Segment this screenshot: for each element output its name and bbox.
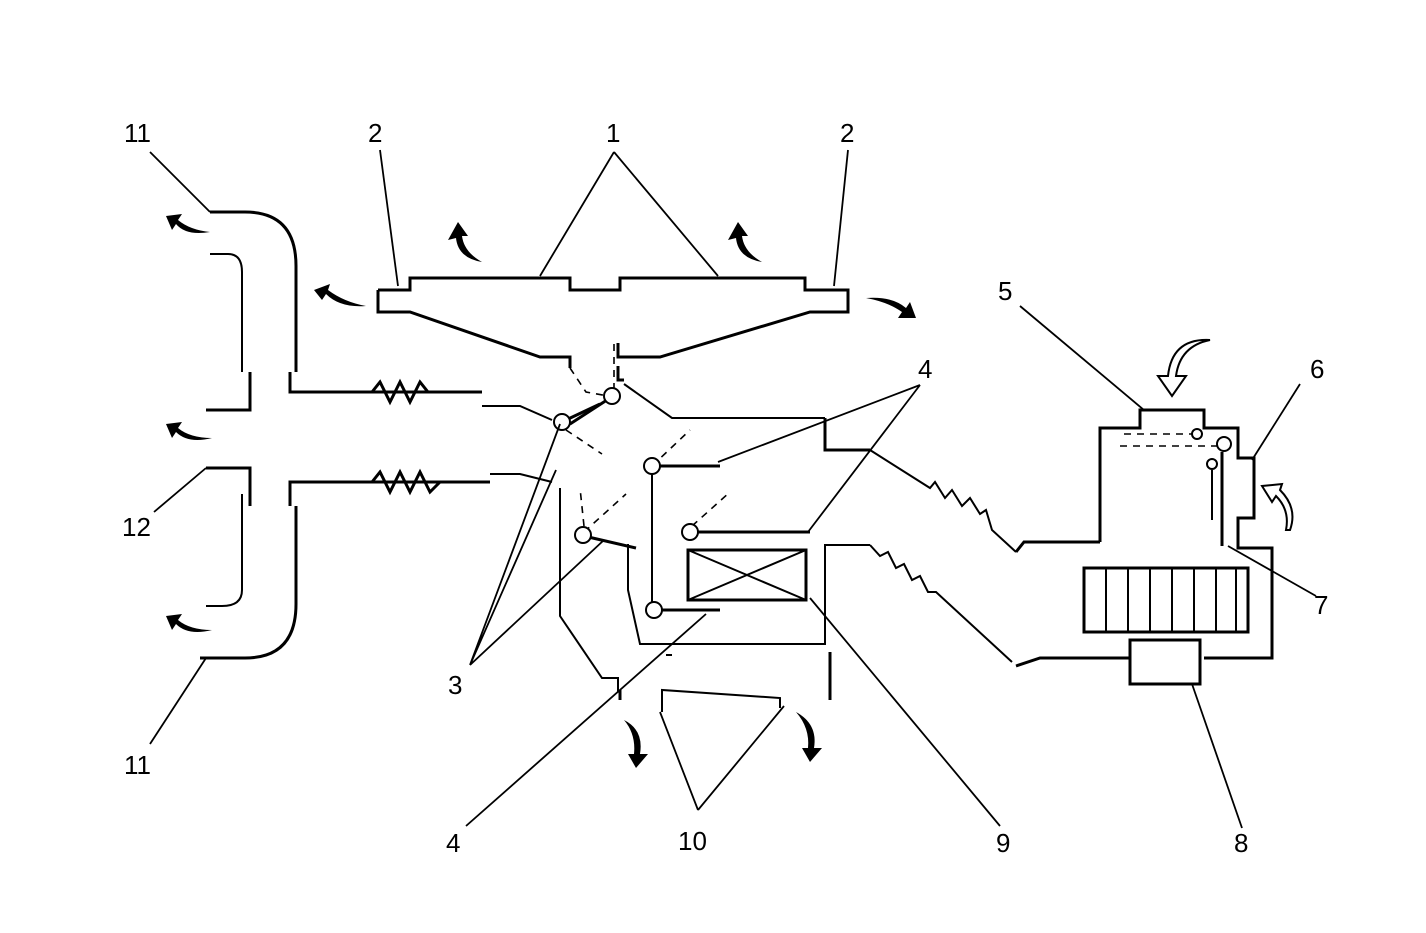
callout-3: 3: [448, 670, 462, 700]
air-mix-door-middle: [681, 491, 810, 541]
vent-hose-lower: [296, 468, 490, 496]
callout-11-top: 11: [124, 118, 151, 148]
mode-door-defrost: [569, 344, 621, 426]
airflow-arrow-icon: [448, 222, 482, 262]
leader-lines: [149, 149, 1317, 829]
callout-10: 10: [678, 826, 707, 856]
side-vent-duct-upper: [206, 210, 482, 412]
inlet-arrow-icon: [1260, 482, 1294, 531]
callout-4-top: 4: [918, 354, 932, 384]
airflow-arrow-icon: [728, 222, 762, 262]
airflow-arrow-icon: [166, 614, 212, 632]
blower-housing: [1098, 408, 1274, 686]
blower-connection-duct: [869, 449, 1130, 668]
mode-door-floor: [574, 487, 637, 550]
floor-outlet-ducts: [661, 688, 781, 712]
side-vent-duct-lower: [200, 466, 490, 660]
airflow-arrow-icon: [314, 284, 366, 307]
callout-11-bottom: 11: [124, 750, 151, 780]
callout-5: 5: [998, 276, 1012, 306]
air-mix-door-upper: [643, 429, 720, 604]
vent-hose-upper: [296, 378, 482, 406]
mode-door-vent: [553, 402, 603, 455]
airflow-arrow-icon: [166, 422, 212, 440]
callout-12: 12: [122, 512, 151, 542]
airflow-arrow-icon: [866, 297, 916, 318]
inlet-arrow-icon: [1156, 338, 1211, 398]
airflow-arrow-icon: [624, 720, 648, 768]
heater-core: [686, 548, 808, 602]
callout-8: 8: [1234, 828, 1248, 858]
callout-1: 1: [606, 118, 620, 148]
callout-6: 6: [1310, 354, 1324, 384]
airflow-arrow-icon: [166, 214, 210, 233]
blower-motor: [1082, 566, 1250, 634]
callout-4-bottom: 4: [446, 828, 460, 858]
callout-2-left: 2: [368, 118, 382, 148]
air-mix-door-lower: [645, 601, 720, 619]
hvac-module-housing: [482, 366, 870, 700]
callout-7: 7: [1314, 590, 1328, 620]
recirculation-door: [1120, 428, 1232, 546]
airflow-arrow-icon: [796, 712, 822, 762]
callout-9: 9: [996, 828, 1010, 858]
defroster-duct: [376, 276, 850, 368]
callout-2-right: 2: [840, 118, 854, 148]
